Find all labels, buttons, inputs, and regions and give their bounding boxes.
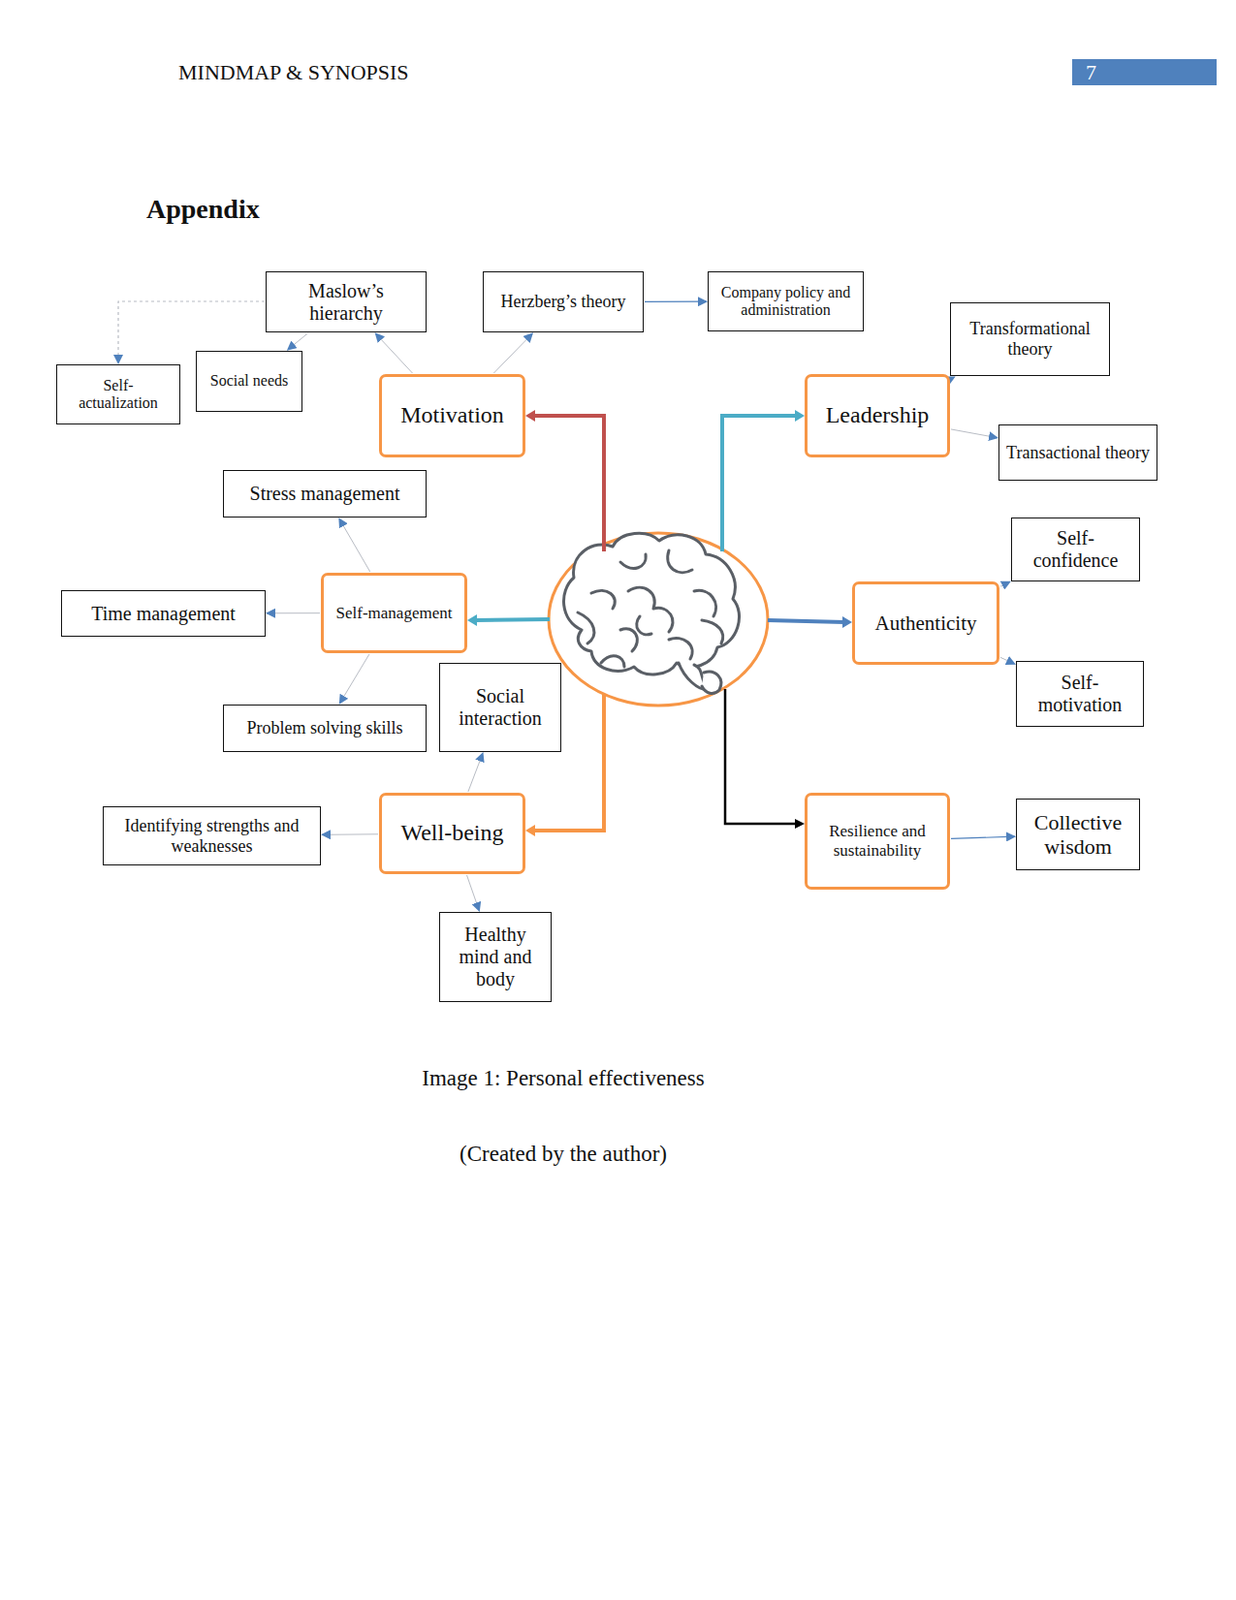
branch-head bbox=[525, 410, 536, 422]
branch-line bbox=[767, 620, 845, 623]
node-text: Stress management bbox=[250, 482, 401, 506]
branch-line bbox=[725, 689, 797, 824]
concept-box: Social needs bbox=[195, 350, 303, 412]
connector-arrow bbox=[493, 333, 533, 374]
caption-credit: (Created by the author) bbox=[0, 1141, 1127, 1168]
node-text: Herzberg’s theory bbox=[500, 291, 626, 313]
node-text: Problem solving skills bbox=[246, 718, 403, 739]
concept-box: Social interaction bbox=[439, 663, 562, 753]
concept-box: Self-actualization bbox=[56, 364, 181, 425]
concept-box: Company policy and administration bbox=[707, 271, 864, 332]
connector-arrow bbox=[321, 833, 379, 836]
running-header: MINDMAP & SYNOPSIS bbox=[178, 60, 410, 86]
topic-box: Authenticity bbox=[852, 581, 1000, 666]
connector-arrow bbox=[468, 753, 483, 793]
node-text: Authenticity bbox=[875, 611, 978, 635]
node-text: Resilience and sustainability bbox=[813, 822, 942, 860]
concept-box: Transformational theory bbox=[950, 302, 1110, 377]
node-text: Social interaction bbox=[445, 685, 555, 730]
branch-head bbox=[794, 410, 805, 422]
concept-box: Herzberg’s theory bbox=[482, 271, 644, 333]
concept-box: Self-confidence bbox=[1011, 517, 1141, 582]
connector-arrow bbox=[287, 333, 309, 350]
brain-drawing bbox=[564, 533, 740, 694]
node-text: Healthy mind and body bbox=[445, 923, 545, 991]
figure-caption: Image 1: Personal effectiveness bbox=[0, 1066, 1127, 1092]
node-text: Social needs bbox=[210, 372, 288, 390]
node-text: Leadership bbox=[825, 402, 930, 430]
concept-box: Healthy mind and body bbox=[439, 912, 552, 1003]
node-text: Motivation bbox=[400, 402, 505, 430]
concept-box: Identifying strengths and weaknesses bbox=[102, 806, 321, 866]
branch-head bbox=[842, 616, 853, 629]
topic-box: Self-management bbox=[320, 572, 468, 654]
branch-line bbox=[531, 415, 604, 552]
node-text: Transactional theory bbox=[1006, 443, 1150, 464]
node-text: Identifying strengths and weaknesses bbox=[109, 816, 315, 856]
concept-box: Problem solving skills bbox=[222, 704, 427, 753]
node-text: Transformational theory bbox=[956, 318, 1104, 359]
node-text: Company policy and administration bbox=[714, 284, 857, 320]
brain-illustration bbox=[548, 533, 768, 706]
connector-arrow bbox=[339, 518, 371, 572]
node-text: Collective wisdom bbox=[1022, 810, 1134, 860]
node-text: Well-being bbox=[400, 820, 504, 848]
node-text: Maslow’s hierarchy bbox=[272, 280, 420, 325]
connector-arrow bbox=[375, 333, 412, 374]
concept-box: Transactional theory bbox=[998, 424, 1158, 481]
node-text: Time management bbox=[91, 602, 236, 626]
topic-box: Motivation bbox=[379, 374, 526, 458]
concept-box: Collective wisdom bbox=[1015, 798, 1141, 871]
topic-box: Well-being bbox=[379, 792, 526, 875]
concept-box: Time management bbox=[61, 590, 266, 637]
branch-head bbox=[525, 824, 536, 837]
concept-box: Self-motivation bbox=[1015, 661, 1144, 728]
topic-box: Leadership bbox=[804, 374, 951, 458]
branch-line bbox=[475, 619, 550, 621]
connector-arrow bbox=[266, 612, 320, 614]
node-text: Self-actualization bbox=[71, 377, 165, 413]
connector-arrow bbox=[1000, 581, 1011, 587]
node-text: Self-confidence bbox=[1017, 527, 1134, 572]
page-number: 7 bbox=[1072, 59, 1217, 86]
topic-box: Resilience and sustainability bbox=[804, 792, 951, 890]
branch-line bbox=[722, 415, 797, 552]
node-text: Self-management bbox=[336, 603, 453, 624]
branch-head bbox=[794, 819, 805, 829]
connector-arrow bbox=[950, 429, 998, 439]
appendix-heading: Appendix bbox=[146, 193, 260, 225]
connector-arrow bbox=[1000, 657, 1015, 665]
concept-box: Stress management bbox=[222, 470, 427, 518]
brain-branches bbox=[467, 410, 853, 837]
connector-arrow bbox=[950, 836, 1015, 839]
brain-ring bbox=[548, 533, 768, 706]
connector-arrow bbox=[339, 654, 370, 704]
node-text: Self-motivation bbox=[1022, 671, 1138, 717]
connector-arrow bbox=[950, 377, 955, 380]
connector-arrow bbox=[467, 875, 480, 912]
connector-arrow bbox=[644, 301, 707, 303]
concept-box: Maslow’s hierarchy bbox=[265, 271, 427, 333]
branch-head bbox=[467, 614, 477, 627]
